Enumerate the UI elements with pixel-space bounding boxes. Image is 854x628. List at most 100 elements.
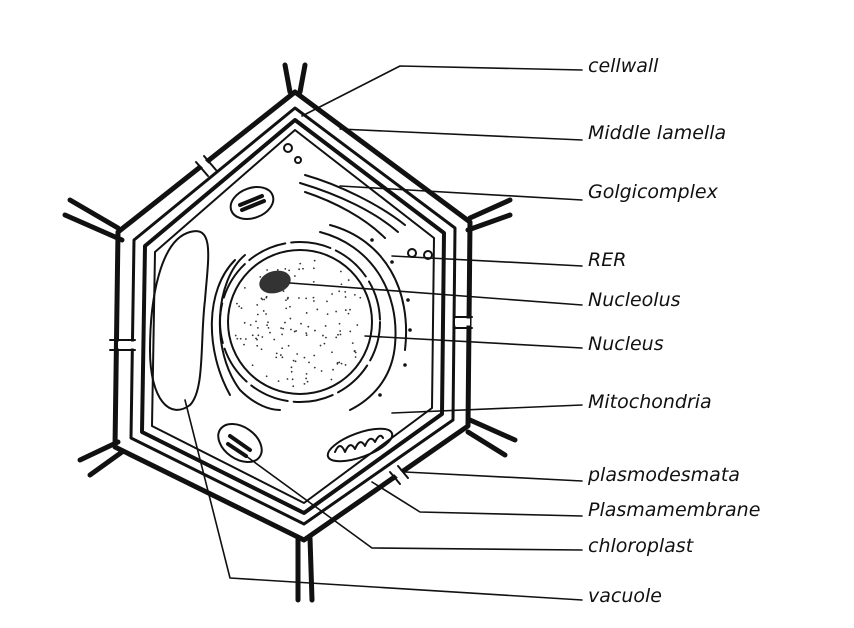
chromatin-dot <box>255 337 257 340</box>
chromatin-dot <box>293 330 296 333</box>
chromatin-dot <box>265 296 268 299</box>
chromatin-dot <box>239 337 242 340</box>
chromatin-dot <box>338 290 341 293</box>
chromatin-dot <box>347 312 350 315</box>
chromatin-dot <box>305 377 308 380</box>
chromatin-dot <box>354 351 357 354</box>
chromatin-dot <box>308 361 310 364</box>
label-chloroplast: chloroplast <box>588 535 695 557</box>
chromatin-dot <box>313 259 316 262</box>
plasmodesmata-gaps <box>118 157 470 483</box>
chromatin-dot <box>306 380 309 383</box>
chromatin-dot <box>243 286 246 289</box>
nucleus <box>219 241 381 403</box>
chromatin-dot <box>293 275 296 277</box>
chromatin-dot <box>336 362 339 364</box>
chromatin-dot <box>344 309 347 311</box>
chromatin-dot <box>298 297 300 299</box>
chromatin-dot <box>285 307 288 310</box>
chromatin-dot <box>251 334 254 337</box>
chromatin-dot <box>302 267 304 270</box>
chromatin-dot <box>330 378 333 381</box>
label-plasmodesmata: plasmodesmata <box>587 464 740 486</box>
label-nucleolus: Nucleolus <box>588 289 681 311</box>
chromatin-dot <box>282 327 285 330</box>
chromatin-dot <box>240 307 243 310</box>
middle-lamella <box>129 106 457 526</box>
chromatin-dot <box>320 370 323 372</box>
label-middle-lamella: Middle lamella <box>588 122 726 144</box>
chromatin-dot <box>347 279 350 281</box>
chromatin-dot <box>243 343 245 346</box>
chromatin-dot <box>305 312 308 314</box>
chromatin-dot <box>290 328 292 331</box>
chromatin-dot <box>281 333 283 336</box>
chromatin-dot <box>356 324 359 326</box>
chromatin-dot <box>277 380 280 383</box>
chromatin-dot <box>322 334 324 337</box>
chromatin-dot <box>312 267 315 270</box>
chromatin-dot <box>260 348 263 351</box>
cell-wall-outer <box>112 89 473 543</box>
label-rer: RER <box>588 249 626 271</box>
chromatin-dot <box>332 368 334 371</box>
chromatin-dot <box>337 333 339 336</box>
ribosomes <box>370 238 412 397</box>
chromatin-dot <box>294 360 297 363</box>
chromatin-dot <box>290 366 293 369</box>
chromatin-dot <box>340 283 343 286</box>
chromatin-dot <box>289 305 291 308</box>
chromatin-dot <box>323 342 326 345</box>
chromatin-dot <box>353 349 356 352</box>
chromatin-dot <box>266 269 269 271</box>
chromatin-dot <box>307 325 310 328</box>
chromatin-dot <box>267 321 269 324</box>
label-mitochondria: Mitochondria <box>588 391 712 413</box>
chromatin-dot <box>305 334 308 337</box>
label-vacuole: vacuole <box>588 585 662 607</box>
chromatin-dot <box>243 321 246 324</box>
chromatin-dot <box>287 344 290 347</box>
chromatin-dot <box>303 356 306 359</box>
chromatin-dot <box>359 296 362 299</box>
chromatin-dot <box>314 329 316 332</box>
chromatin-dot <box>282 290 285 293</box>
cell-wall-inner <box>140 118 446 515</box>
chromatin-dot <box>312 281 315 283</box>
chromatin-dot <box>234 334 237 337</box>
chromatin-dot <box>312 296 315 299</box>
chromatin-dot <box>263 298 266 301</box>
vacuole <box>149 230 210 411</box>
chromatin-dot <box>338 361 341 364</box>
neighbour-walls <box>62 62 518 603</box>
chromatin-dot <box>287 296 289 299</box>
rough-er <box>210 224 433 411</box>
nucleolus <box>259 270 291 294</box>
chromatin-dot <box>326 313 329 316</box>
chromatin-dot <box>265 375 268 378</box>
chromatin-dot <box>340 362 343 365</box>
chromatin-dot <box>275 352 278 355</box>
chromatin-dot <box>353 293 356 296</box>
chromatin-dot <box>244 338 247 340</box>
chromatin-dot <box>276 268 279 271</box>
chromatin-dot <box>279 354 282 356</box>
chromatin-dot <box>339 333 342 336</box>
chromatin-dot <box>295 330 298 332</box>
chromatin-dot <box>273 338 276 341</box>
chromatin-dot <box>300 322 302 325</box>
chromatin-dot <box>354 356 357 358</box>
chromatin-dot <box>325 336 327 339</box>
chromatin-dot <box>259 275 262 278</box>
chromatin-dot <box>319 344 322 347</box>
chromatin-dot <box>338 322 341 325</box>
chromatin-dot <box>269 331 271 334</box>
chromatin-dot <box>351 342 354 345</box>
chromatin-dot <box>236 302 238 305</box>
chromatin-dot <box>298 268 301 271</box>
plasma-membrane <box>151 129 435 504</box>
chromatin-dot <box>281 356 284 359</box>
chromatin-dot <box>257 326 259 329</box>
chromatin-dot <box>290 370 293 373</box>
leader-lines <box>184 65 583 601</box>
